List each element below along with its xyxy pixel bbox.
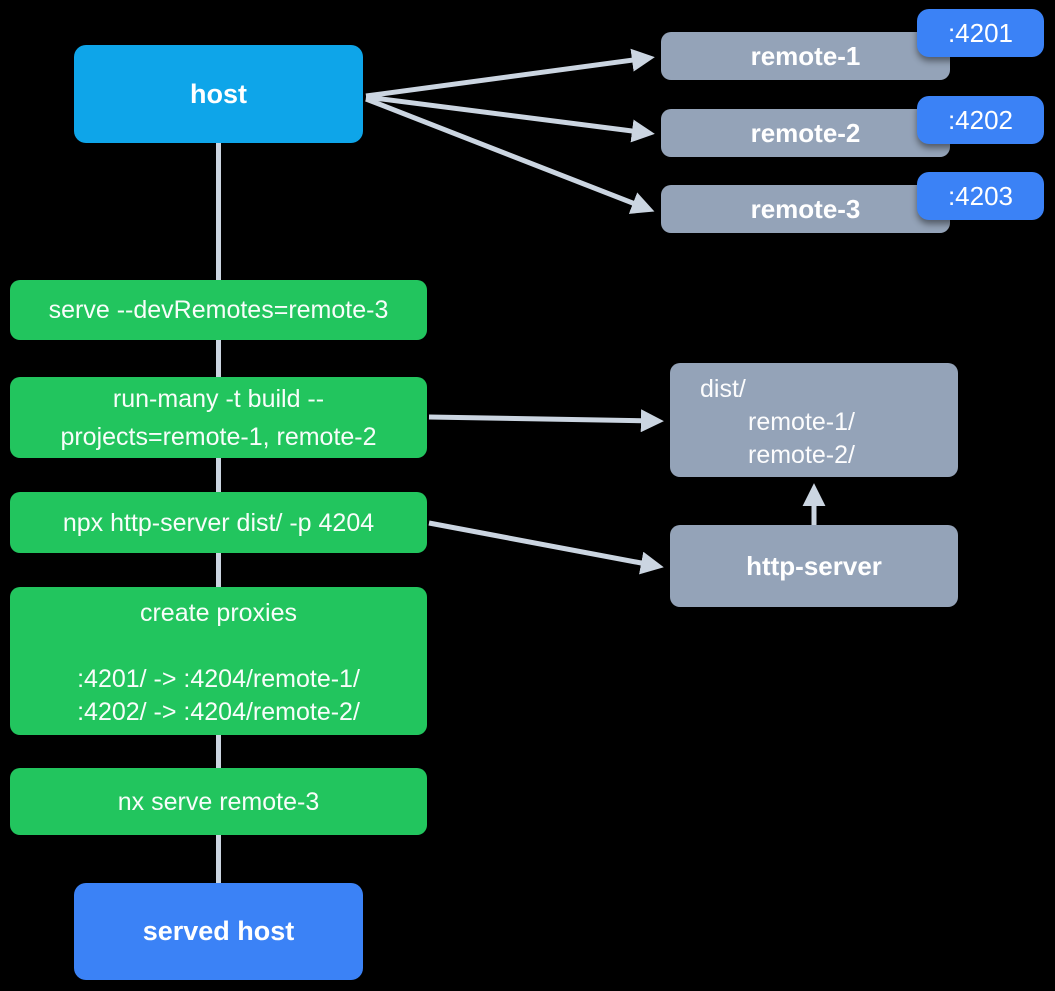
arrow-host-to-remote-2 xyxy=(365,94,655,143)
arrow-http-to-httpserver xyxy=(428,520,664,575)
step-npx-http-server: npx http-server dist/ -p 4204 xyxy=(10,492,427,553)
host-label: host xyxy=(190,78,247,109)
step-nx-serve-remote-3: nx serve remote-3 xyxy=(10,768,427,835)
arrow-build-to-dist xyxy=(428,409,664,433)
step-build-line-2: projects=remote-1, remote-2 xyxy=(60,422,377,451)
remote-3-label: remote-3 xyxy=(750,193,861,224)
proxy-mapping-4201: :4201/ -> :4204/remote-1/ xyxy=(77,665,360,693)
port-4203-label: :4203 xyxy=(947,180,1014,211)
dist-folder-title: dist/ xyxy=(700,375,746,403)
step-run-many-build: run-many -t build -- projects=remote-1, … xyxy=(10,377,427,458)
node-dist-folder: dist/ remote-1/ remote-2/ xyxy=(670,363,958,477)
node-remote-2: remote-2 xyxy=(661,109,950,157)
port-badge-4201: :4201 xyxy=(917,9,1044,57)
step-serve-remote-text: nx serve remote-3 xyxy=(117,787,320,816)
arrow-host-to-remote-3 xyxy=(365,96,655,214)
step-build-line-1: run-many -t build -- xyxy=(112,384,325,413)
node-served-host: served host xyxy=(74,883,363,980)
dist-entry-remote-2: remote-2/ xyxy=(748,441,855,469)
http-server-label: http-server xyxy=(746,550,882,581)
node-remote-3: remote-3 xyxy=(661,185,950,233)
proxy-mapping-4202: :4202/ -> :4204/remote-2/ xyxy=(77,698,360,726)
node-remote-1: remote-1 xyxy=(661,32,950,80)
node-host: host xyxy=(74,45,363,143)
port-badge-4202: :4202 xyxy=(917,96,1044,144)
port-badge-4203: :4203 xyxy=(917,172,1044,220)
node-http-server: http-server xyxy=(670,525,958,607)
port-4201-label: :4201 xyxy=(947,17,1014,48)
served-host-label: served host xyxy=(142,916,295,946)
port-4202-label: :4202 xyxy=(947,104,1014,135)
step-create-proxies: create proxies :4201/ -> :4204/remote-1/… xyxy=(10,587,427,735)
arrow-host-to-remote-1 xyxy=(365,48,655,99)
step-serve-text: serve --devRemotes=remote-3 xyxy=(48,296,389,324)
dist-entry-remote-1: remote-1/ xyxy=(748,408,855,436)
create-proxies-title: create proxies xyxy=(139,599,298,627)
step-serve-devremotes: serve --devRemotes=remote-3 xyxy=(10,280,427,340)
step-http-text: npx http-server dist/ -p 4204 xyxy=(62,508,375,537)
remote-1-label: remote-1 xyxy=(750,40,861,71)
remote-2-label: remote-2 xyxy=(750,117,861,148)
